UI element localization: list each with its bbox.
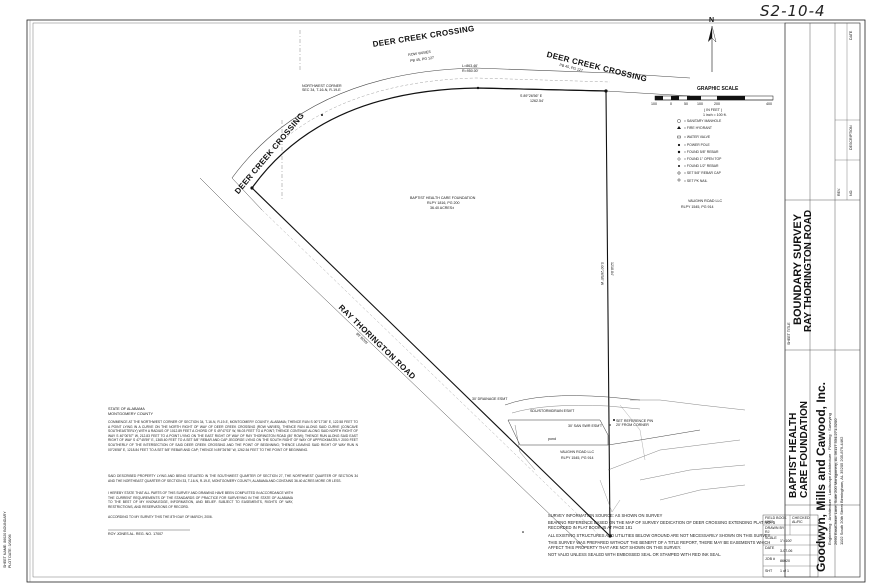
legend-set-rebar-cap: = SET 5/8" REBAR CAP — [684, 171, 721, 175]
legend-symbols — [677, 119, 681, 182]
margin-note-sheet: SHEET NAME: 86020 BOUNDARY — [3, 511, 7, 568]
bearing-south: S 00°26'58" W — [600, 262, 604, 286]
monument-se — [608, 534, 612, 538]
main-parcel-book: RLPY 1816, PG 200 — [427, 201, 460, 205]
legend-water-valve: = WATER VALVE — [684, 135, 711, 139]
revision-no-header: NO. — [849, 189, 853, 196]
sewer-esmt: SDU/STORMDRAIN ESM'T — [530, 409, 575, 413]
nw-corner-label: NORTHWEST CORNER SEC 34, T-16-N, R-19-E — [302, 84, 342, 93]
distance-south: 1218.84' — [610, 262, 614, 276]
scale-value: 1"=100' — [780, 539, 793, 543]
margin-note-plot: PLOT DATE: 3/08/06 — [8, 534, 12, 568]
surveyor-signature: ROY JONES AL. REG. NO. 17007 — [108, 532, 164, 536]
checked-label: CHECKED — [792, 516, 810, 520]
firm-address-1: 2660 EastChase Lane, Suite 200 Montgomer… — [833, 418, 838, 545]
legend-power-pole: = POWER POLE — [684, 143, 710, 147]
graphic-scale-bar — [654, 95, 774, 101]
sheet-border — [26, 19, 866, 583]
field-book-label: FIELD BOOK — [765, 516, 787, 520]
client-name-line2: CARE FOUNDATION — [799, 400, 810, 498]
legend-found-rebar: = FOUND 5/8" REBAR — [684, 150, 719, 154]
north-boundary-curve — [251, 87, 607, 189]
firm-address-2: 1102 South 20th Street Birmingham, AL 35… — [839, 436, 844, 545]
legend-found-half-rebar: = FOUND 1/2" REBAR — [684, 164, 719, 168]
drawn-label: DRAWN BY — [765, 526, 785, 530]
certification-statement: I HEREBY STATE THAT ALL PARTS OF THIS SU… — [108, 491, 293, 509]
drainage-esmt: 30' DRAINAGE ESMT — [472, 397, 508, 401]
southwest-boundary-line — [251, 187, 611, 537]
survey-note-1: SURVEY INFORMATION SOURCE: AS SHOWN ON S… — [548, 513, 663, 518]
pond-label: pond — [548, 437, 556, 441]
main-parcel-acres: 36.40 ACRES± — [430, 206, 455, 210]
client-name-line1: BAPTIST HEALTH — [788, 412, 799, 498]
deer-creek-row-outer — [231, 67, 613, 179]
scale-unit-note: ( IN FEET ) — [704, 108, 723, 112]
sheet-title-label: SHEET TITLE — [787, 322, 791, 345]
info-grid — [762, 514, 819, 578]
field-book-value: 1088 — [765, 520, 773, 524]
sheet-value: 1 of 1 — [780, 569, 789, 573]
sheet-id-handwritten: S2-10-4 — [760, 2, 826, 20]
survey-note-2: BEARING REFERENCE BASED ON THE MAP OF SU… — [548, 520, 776, 531]
east-boundary-line — [477, 87, 611, 537]
scale-tick-2: 50 — [684, 102, 688, 106]
vaughn-south-owner: VAUGHN ROAD LLC — [560, 450, 595, 454]
north-arrow-icon — [708, 25, 717, 72]
legend-fire-hydrant: = FIRE HYDRANT — [684, 126, 712, 130]
legend-sanitary-manhole: = SANITARY MANHOLE — [684, 119, 722, 123]
survey-note-4: THIS SURVEY WAS PREPARED WITHOUT THE BEN… — [548, 539, 771, 551]
vaughn-south-book: RLPY 1545, PG 914 — [561, 456, 594, 460]
description-county: MONTGOMERY COUNTY — [108, 412, 154, 416]
date-value: 3-07-06 — [780, 549, 793, 553]
sheet-label: SHT — [765, 569, 773, 573]
san-sewer-esmt: 30' SAN SWR ESM'T — [568, 424, 603, 428]
job-value: 86020 — [780, 559, 790, 563]
arc-length: L=863.46' — [462, 64, 478, 68]
north-arrow-label: N — [709, 17, 715, 24]
scale-tick-5: 400 — [766, 102, 772, 106]
bearing-east: S 89°26'56" E — [520, 94, 543, 98]
revision-label: REV. — [837, 187, 841, 196]
distance-east: 1262.54' — [530, 99, 544, 103]
monument-nw — [250, 186, 254, 190]
legal-description-closing: SAID DESCRIBED PROPERTY LYING AND BEING … — [108, 474, 358, 483]
graphic-scale-title: GRAPHIC SCALE — [697, 86, 739, 92]
scale-tick-3: 100 — [697, 102, 703, 106]
set-reference-pin-note: SET REFERENCE PIN 20' FROM CORNER — [616, 419, 654, 428]
revision-description-header: DESCRIPTION — [849, 125, 853, 150]
certification-date: ACCORDING TO MY SURVEY THIS THE 8TH DAY … — [108, 515, 213, 519]
description-state: STATE OF ALABAMA — [108, 407, 145, 411]
south-easement-line — [504, 395, 641, 406]
survey-note-5: NOT VALID UNLESS SEALED WITH EMBOSSED SE… — [548, 552, 722, 558]
arc-radius: R=950.00' — [462, 69, 479, 73]
scale-tick-4: 200 — [714, 102, 720, 106]
firm-services: Engineering · Architecture · Landscape A… — [827, 413, 832, 545]
main-parcel-owner: BAPTIST HEALTH CARE FOUNDATION — [410, 196, 476, 200]
checked-value: AL/RC — [792, 520, 803, 524]
scale-tick-1: 0 — [670, 102, 672, 106]
title-block-frame — [784, 22, 861, 578]
firm-name: Goodwyn, Mills and Cawood, Inc. — [814, 381, 828, 572]
vaughn-east-owner: VAUGHN ROAD LLC — [688, 199, 723, 203]
ray-thorington-west-row — [235, 213, 586, 549]
survey-notes: SURVEY INFORMATION SOURCE: AS SHOWN ON S… — [548, 513, 778, 557]
ray-thorington-centerline — [261, 209, 601, 537]
deer-creek-centerline — [241, 77, 611, 184]
date-label: DATE — [765, 546, 775, 550]
vaughn-east-book: RLPY 1545, PG 914 — [681, 205, 714, 209]
legend-set-pk-nail: = SET PK NAIL — [684, 179, 708, 183]
survey-note-3: ALL EXISTING STRUCTURES AND UTILITIES BE… — [548, 532, 772, 538]
scale-label: SCALE — [765, 536, 777, 540]
legend-found-open-top: = FOUND 1" OPEN TOP — [684, 157, 722, 161]
revision-date-header: DATE — [849, 30, 853, 40]
sheet-title-line2: RAY THORINGTON ROAD — [803, 209, 814, 332]
legal-description-body: COMMENCE AT THE NORTHWEST CORNER OF SECT… — [108, 420, 358, 452]
job-label: JOB # — [765, 557, 775, 561]
drawn-value: RJ — [765, 530, 770, 534]
scale-tick-0: 100 — [651, 102, 657, 106]
monument-ne — [604, 89, 608, 93]
scale-ratio: 1 inch = 100 ft. — [703, 113, 727, 117]
